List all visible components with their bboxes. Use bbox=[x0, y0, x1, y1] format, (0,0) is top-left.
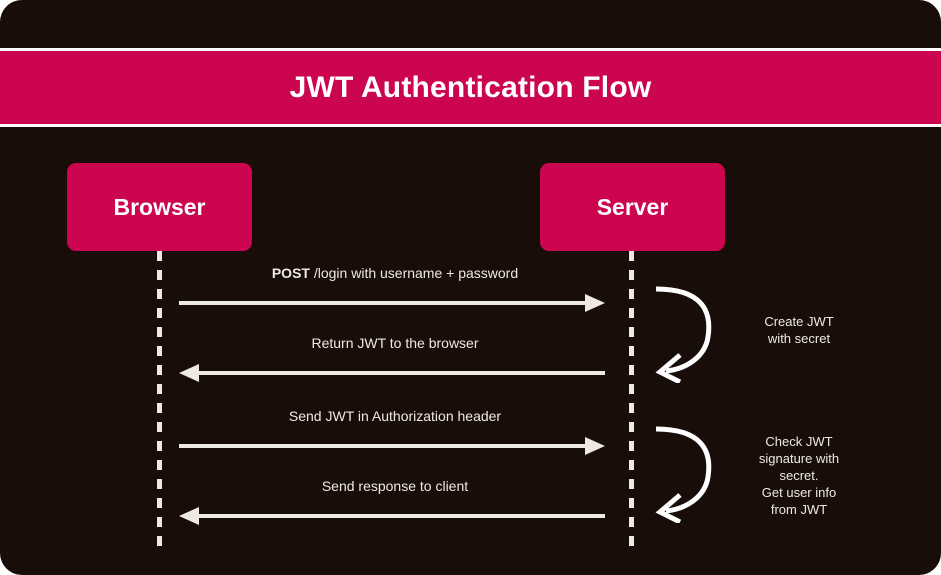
message-3-label: Send JWT in Authorization header bbox=[160, 408, 630, 424]
title-banner: JWT Authentication Flow bbox=[0, 48, 941, 127]
message-2: Return JWT to the browser bbox=[160, 335, 630, 382]
self-loop-arrow-2 bbox=[655, 426, 712, 523]
self-action-note-1: Create JWT with secret bbox=[719, 313, 879, 347]
message-4: Send response to client bbox=[160, 478, 630, 525]
message-4-label: Send response to client bbox=[160, 478, 630, 494]
participant-label-server: Server bbox=[596, 193, 669, 220]
lifeline-server bbox=[629, 251, 634, 551]
message-3-label-rest: Send JWT in Authorization header bbox=[288, 408, 502, 424]
message-1-label-rest: /login with username + password bbox=[309, 265, 519, 281]
message-1: POST /login with username + password bbox=[160, 265, 630, 312]
self-action-note-2-line-5: from JWT bbox=[770, 502, 828, 517]
self-action-note-2-line-3: secret. bbox=[779, 468, 819, 483]
self-loop-arrow-1 bbox=[655, 286, 712, 383]
message-1-arrow-right bbox=[179, 294, 605, 312]
self-action-note-2-line-1: Check JWT bbox=[765, 434, 833, 449]
self-action-note-1-line-1: Create JWT bbox=[764, 314, 834, 329]
message-4-label-rest: Send response to client bbox=[321, 478, 469, 494]
participant-box-browser[interactable]: Browser bbox=[67, 163, 252, 251]
message-3-arrow-right bbox=[179, 437, 605, 455]
message-1-label-bold: POST bbox=[271, 265, 310, 281]
message-2-label-rest: Return JWT to the browser bbox=[311, 335, 479, 351]
message-4-arrow-left bbox=[179, 507, 605, 525]
message-1-label: POST /login with username + password bbox=[160, 265, 630, 281]
message-2-arrow-left bbox=[179, 364, 605, 382]
message-2-label: Return JWT to the browser bbox=[160, 335, 630, 351]
self-action-note-1-line-2: with secret bbox=[767, 331, 831, 346]
self-action-note-2-line-4: Get user info bbox=[761, 485, 837, 500]
self-action-note-2-line-2: signature with bbox=[758, 451, 840, 466]
message-3: Send JWT in Authorization header bbox=[160, 408, 630, 455]
page-title: JWT Authentication Flow bbox=[289, 70, 652, 104]
participant-label-browser: Browser bbox=[113, 193, 206, 220]
lifeline-browser bbox=[157, 251, 162, 551]
participant-box-server[interactable]: Server bbox=[540, 163, 725, 251]
self-action-note-2: Check JWT signature with secret. Get use… bbox=[719, 433, 879, 518]
